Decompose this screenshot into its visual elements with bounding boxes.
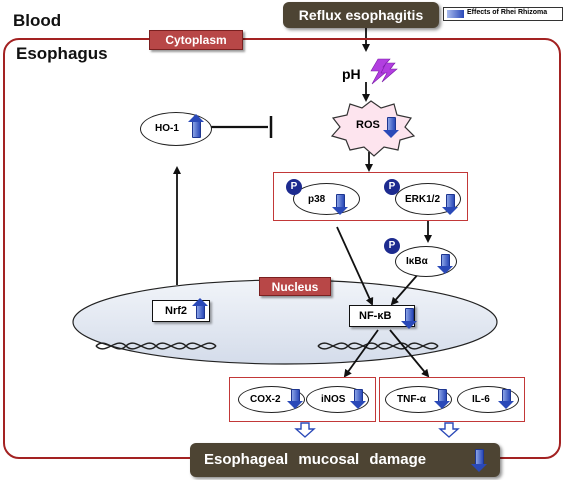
ho1-increase-icon xyxy=(188,114,204,138)
p38-phospho-icon: P xyxy=(286,179,302,195)
dna-helix-left xyxy=(95,342,217,350)
legend: Effects of Rhei Rhizoma xyxy=(443,7,563,21)
cox2-decrease-icon xyxy=(287,389,303,409)
legend-text: Effects of Rhei Rhizoma xyxy=(467,9,548,16)
ros-label: ROS xyxy=(356,119,380,131)
hollow-arrow-right xyxy=(438,422,460,438)
ikba-label: IκBα xyxy=(406,256,428,267)
p38-label: p38 xyxy=(308,194,326,205)
erk-phospho-icon: P xyxy=(384,179,400,195)
cox2-label: COX-2 xyxy=(250,394,281,405)
nrf2-label: Nrf2 xyxy=(165,305,188,317)
reflux-esophagitis-box: Reflux esophagitis xyxy=(283,2,439,28)
p38-decrease-icon xyxy=(332,194,348,215)
inos-label: iNOS xyxy=(321,394,346,405)
ikba-phospho-icon: P xyxy=(384,238,400,254)
il6-decrease-icon xyxy=(498,389,514,409)
tnfa-label: TNF-α xyxy=(397,394,426,405)
inos-decrease-icon xyxy=(350,389,366,409)
ho1-label: HO-1 xyxy=(155,123,179,134)
erk-decrease-icon xyxy=(442,194,458,215)
blood-label: Blood xyxy=(13,11,62,30)
cytoplasm-label: Cytoplasm xyxy=(149,30,243,50)
nrf2-increase-icon xyxy=(192,298,208,319)
ros-starburst xyxy=(330,100,416,157)
lightning-icon xyxy=(370,58,398,85)
esophageal-damage-label: Esophageal mucosal damage xyxy=(204,451,427,468)
esophageal-damage-box: Esophageal mucosal damage xyxy=(190,443,500,477)
nfkb-decrease-icon xyxy=(401,308,417,329)
p38-node: p38 xyxy=(293,183,360,215)
nfkb-node: NF-κB xyxy=(349,305,415,327)
hollow-arrow-left xyxy=(294,422,316,438)
tnfa-decrease-icon xyxy=(434,389,450,409)
dna-helix-right xyxy=(317,342,439,350)
erk-label: ERK1/2 xyxy=(405,194,441,205)
legend-swatch xyxy=(447,10,464,18)
ph-label: pH xyxy=(342,66,361,82)
nfkb-label: NF-κB xyxy=(359,310,392,322)
ros-decrease-icon xyxy=(383,117,399,138)
ikba-decrease-icon xyxy=(437,254,453,274)
nucleus-label: Nucleus xyxy=(259,277,331,296)
esophagus-label: Esophagus xyxy=(16,44,108,63)
il6-label: IL-6 xyxy=(472,394,490,405)
damage-decrease-icon xyxy=(471,449,487,472)
